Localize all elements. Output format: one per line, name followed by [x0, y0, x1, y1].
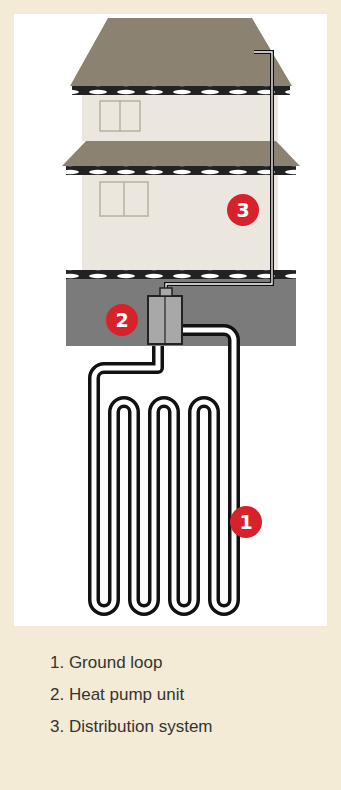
white-panel [14, 14, 327, 626]
callout-number: 2 [115, 311, 128, 330]
callout-number: 3 [236, 201, 249, 220]
floor-joists [66, 270, 296, 279]
lower-floor-wall [82, 175, 278, 270]
distribution-pipe [166, 52, 272, 292]
callout-circle [230, 506, 262, 538]
upper-floor-wall [82, 95, 278, 141]
window [100, 101, 140, 131]
eave [62, 141, 300, 166]
legend-text: 2. Heat pump unit [50, 685, 184, 705]
callout-number: 1 [239, 513, 252, 532]
callout-circle [227, 194, 259, 226]
floor-joists [72, 86, 290, 95]
legend-text: 1. Ground loop [50, 653, 162, 673]
ground-loop-pipe [94, 330, 234, 610]
heat-pump-unit [148, 296, 182, 344]
callout-circle [106, 304, 138, 336]
window [100, 182, 148, 216]
basement [66, 279, 296, 346]
floor-joists [66, 166, 296, 175]
legend-text: 3. Distribution system [50, 717, 213, 737]
